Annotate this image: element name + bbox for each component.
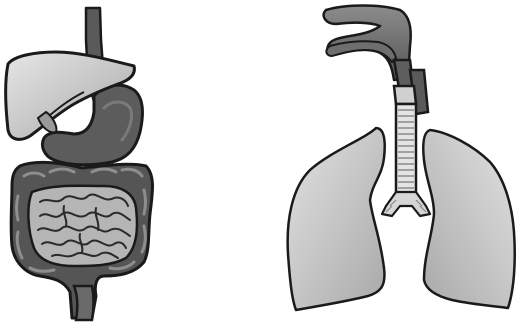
larynx <box>394 86 416 104</box>
rectum <box>74 286 94 320</box>
left-lung <box>423 130 515 308</box>
digestive-system <box>6 8 153 320</box>
bronchi <box>382 192 430 216</box>
right-lung <box>288 128 385 310</box>
respiratory-system <box>288 6 515 311</box>
